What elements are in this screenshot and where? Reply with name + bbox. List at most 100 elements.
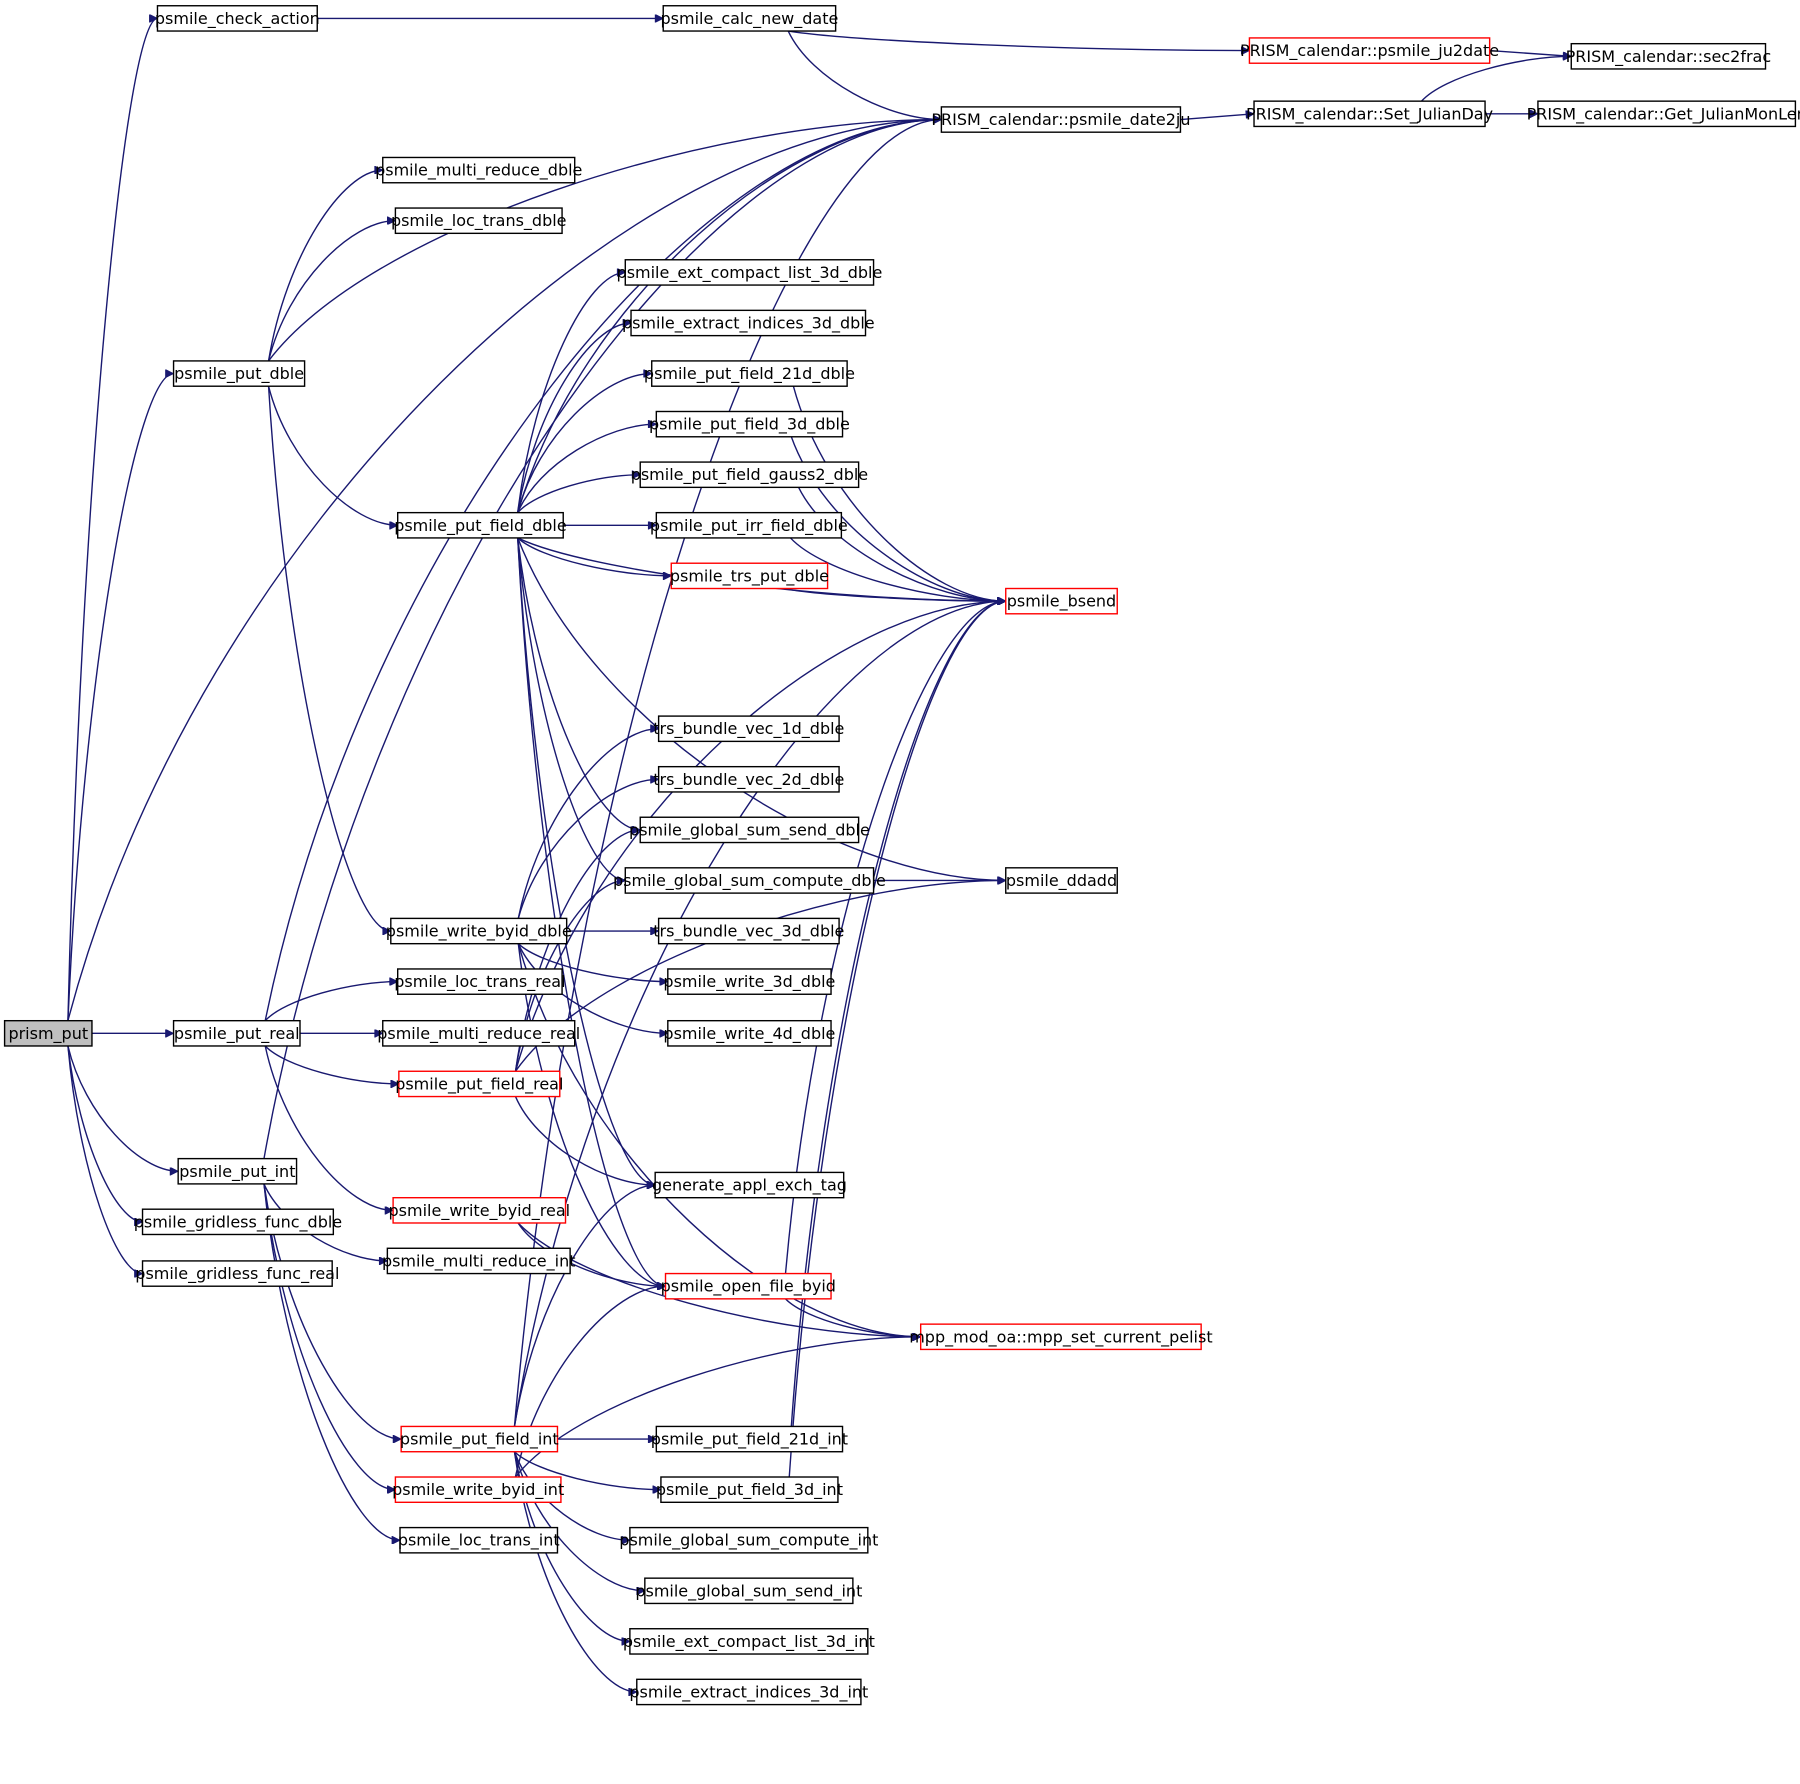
edge-psmile_put_field_int-to-psmile_date2ju <box>513 120 941 1427</box>
node-trs-bundle-vec-1d-dble[interactable]: trs_bundle_vec_1d_dble <box>653 715 844 743</box>
node-label: psmile_write_4d_dble <box>663 1024 835 1044</box>
node-psmile-ext-compact-list-3d-dble[interactable]: psmile_ext_compact_list_3d_dble <box>617 259 883 286</box>
edge-arrow <box>267 170 383 362</box>
node-box <box>382 156 576 184</box>
node-psmile-multi-reduce-real[interactable]: psmile_multi_reduce_real <box>377 1019 580 1047</box>
node-label: PRISM_calendar::Get_JulianMonLen <box>1527 104 1800 124</box>
node-label: psmile_write_3d_dble <box>663 972 835 992</box>
edge-arrow <box>514 1337 920 1478</box>
node-label: generate_appl_exch_tag <box>652 1176 847 1196</box>
node-box <box>397 511 564 539</box>
node-label: trs_bundle_vec_3d_dble <box>653 922 844 942</box>
node-label: trs_bundle_vec_2d_dble <box>653 770 844 790</box>
node-box <box>392 1197 567 1224</box>
node-psmile-put-int[interactable]: psmile_put_int <box>177 1157 298 1185</box>
node-label: psmile_put_int <box>179 1162 295 1182</box>
node-psmile-put-field-real[interactable]: psmile_put_field_real <box>395 1070 563 1098</box>
edge-arrow <box>263 1183 401 1439</box>
node-box <box>394 207 563 235</box>
node-box <box>624 867 875 894</box>
node-prism-put[interactable]: prism_put <box>3 1019 93 1047</box>
node-psmile-loc-trans-real[interactable]: psmile_loc_trans_real <box>394 968 566 995</box>
edge-arrow <box>1489 49 1572 57</box>
node-label: psmile_bsend <box>1007 592 1116 612</box>
node-psmile-open-file-byid[interactable]: psmile_open_file_byid <box>661 1272 836 1300</box>
node-set-julianday[interactable]: PRISM_calendar::Set_JulianDay <box>1246 100 1493 128</box>
edge-prism_put-to-psmile_put_dble <box>67 374 174 1021</box>
node-mpp-set-current-pelist[interactable]: mpp_mod_oa::mpp_set_current_pelist <box>909 1323 1213 1351</box>
node-psmile-put-real[interactable]: psmile_put_real <box>172 1019 301 1047</box>
node-psmile-ddadd[interactable]: psmile_ddadd <box>1005 867 1118 894</box>
node-psmile-put-field-dble[interactable]: psmile_put_field_dble <box>394 511 567 539</box>
node-psmile-put-field-21d-int[interactable]: psmile_put_field_21d_int <box>651 1425 848 1453</box>
edge-psmile_open_file_byid-to-mpp_set_current_pelist <box>785 1298 921 1337</box>
edge-arrow <box>67 1045 178 1171</box>
node-label: psmile_loc_trans_real <box>394 972 565 992</box>
node-psmile-put-field-21d-dble[interactable]: psmile_put_field_21d_dble <box>644 360 855 387</box>
node-psmile-put-field-3d-dble[interactable]: psmile_put_field_3d_dble <box>649 410 850 438</box>
node-psmile-put-field-int[interactable]: psmile_put_field_int <box>400 1425 559 1453</box>
node-psmile-global-sum-send-dble[interactable]: psmile_global_sum_send_dble <box>629 816 870 844</box>
node-box <box>1248 37 1491 64</box>
node-psmile-multi-reduce-int[interactable]: psmile_multi_reduce_int <box>382 1247 576 1275</box>
node-box <box>1570 42 1767 70</box>
edge-arrow <box>787 30 941 120</box>
node-label: psmile_write_byid_dble <box>386 922 572 942</box>
node-box <box>3 1019 93 1047</box>
node-generate-appl-exch-tag[interactable]: generate_appl_exch_tag <box>652 1171 847 1199</box>
node-psmile-gridless-func-real[interactable]: psmile_gridless_func_real <box>135 1260 339 1287</box>
node-psmile-ext-compact-list-3d-int[interactable]: psmile_ext_compact_list_3d_int <box>623 1628 875 1655</box>
edge-arrow <box>517 537 626 881</box>
edge-arrow <box>1421 56 1572 102</box>
node-psmile-write-4d-dble[interactable]: psmile_write_4d_dble <box>663 1019 835 1047</box>
edge-psmile_put_field_dble-to-psmile_trs_put_dble <box>517 537 672 576</box>
node-trs-bundle-vec-3d-dble[interactable]: trs_bundle_vec_3d_dble <box>653 917 844 945</box>
edge-psmile_put_field_dble-to-psmile_put_field_21d_dble <box>517 374 652 513</box>
node-box <box>630 309 867 337</box>
node-label: psmile_put_field_21d_dble <box>644 364 855 384</box>
node-box <box>639 461 860 489</box>
node-label: psmile_ext_compact_list_3d_int <box>623 1632 875 1652</box>
node-psmile-gridless-func-dble[interactable]: psmile_gridless_func_dble <box>134 1208 342 1236</box>
edge-psmile_write_byid_dble-to-trs_bundle_vec_1d_dble <box>517 729 658 919</box>
node-psmile-loc-trans-int[interactable]: psmile_loc_trans_int <box>398 1526 560 1554</box>
edge-arrow <box>513 601 1005 1427</box>
edge-psmile_put_field_dble-to-psmile_ext_compact_list_3d_dble <box>517 272 626 513</box>
node-psmile-write-byid-int[interactable]: psmile_write_byid_int <box>392 1476 564 1503</box>
node-psmile-calc-new-date[interactable]: psmile_calc_new_date <box>661 5 839 32</box>
node-psmile-check-action[interactable]: psmile_check_action <box>155 5 320 32</box>
node-label: psmile_ddadd <box>1006 871 1117 891</box>
node-psmile-global-sum-compute-dble[interactable]: psmile_global_sum_compute_dble <box>613 867 886 894</box>
edge-psmile_put_field_dble-to-psmile_put_field_gauss2_dble <box>517 475 641 514</box>
node-psmile-write-byid-real[interactable]: psmile_write_byid_real <box>389 1197 571 1224</box>
edge-arrow <box>263 120 941 1159</box>
node-psmile-put-irr-field-dble[interactable]: psmile_put_irr_field_dble <box>650 511 848 539</box>
node-label: psmile_put_field_3d_int <box>656 1480 843 1500</box>
node-psmile-multi-reduce-dble[interactable]: psmile_multi_reduce_dble <box>375 156 582 184</box>
node-get-julianmonlen[interactable]: PRISM_calendar::Get_JulianMonLen <box>1527 100 1800 128</box>
node-sec2frac[interactable]: PRISM_calendar::sec2frac <box>1566 42 1771 70</box>
node-psmile-extract-indices-3d-int[interactable]: psmile_extract_indices_3d_int <box>629 1678 868 1706</box>
node-box <box>655 410 844 438</box>
node-psmile-put-dble[interactable]: psmile_put_dble <box>172 360 306 387</box>
node-psmile-extract-indices-3d-dble[interactable]: psmile_extract_indices_3d_dble <box>622 309 875 337</box>
node-psmile-date2ju[interactable]: PRISM_calendar::psmile_date2ju <box>931 106 1191 133</box>
node-trs-bundle-vec-2d-dble[interactable]: trs_bundle_vec_2d_dble <box>653 765 844 793</box>
node-psmile-put-field-3d-int[interactable]: psmile_put_field_3d_int <box>656 1476 843 1503</box>
node-psmile-ju2date[interactable]: PRISM_calendar::psmile_ju2date <box>1240 37 1499 64</box>
edge-arrow <box>1180 114 1254 121</box>
node-label: prism_put <box>8 1024 88 1044</box>
edge-arrow <box>263 1183 387 1261</box>
edge-arrow <box>513 1185 655 1427</box>
node-label: psmile_put_field_int <box>400 1430 559 1450</box>
node-psmile-write-byid-dble[interactable]: psmile_write_byid_dble <box>386 917 572 945</box>
node-psmile-trs-put-dble[interactable]: psmile_trs_put_dble <box>670 562 829 590</box>
node-psmile-global-sum-compute-int[interactable]: psmile_global_sum_compute_int <box>619 1526 878 1554</box>
node-psmile-put-field-gauss2-dble[interactable]: psmile_put_field_gauss2_dble <box>631 461 868 489</box>
node-psmile-write-3d-dble[interactable]: psmile_write_3d_dble <box>663 968 835 995</box>
node-psmile-loc-trans-dble[interactable]: psmile_loc_trans_dble <box>391 207 567 235</box>
node-label: PRISM_calendar::psmile_ju2date <box>1240 41 1499 61</box>
node-psmile-global-sum-send-int[interactable]: psmile_global_sum_send_int <box>635 1577 862 1605</box>
node-label: psmile_extract_indices_3d_dble <box>622 313 875 333</box>
node-psmile-bsend[interactable]: psmile_bsend <box>1005 587 1118 615</box>
